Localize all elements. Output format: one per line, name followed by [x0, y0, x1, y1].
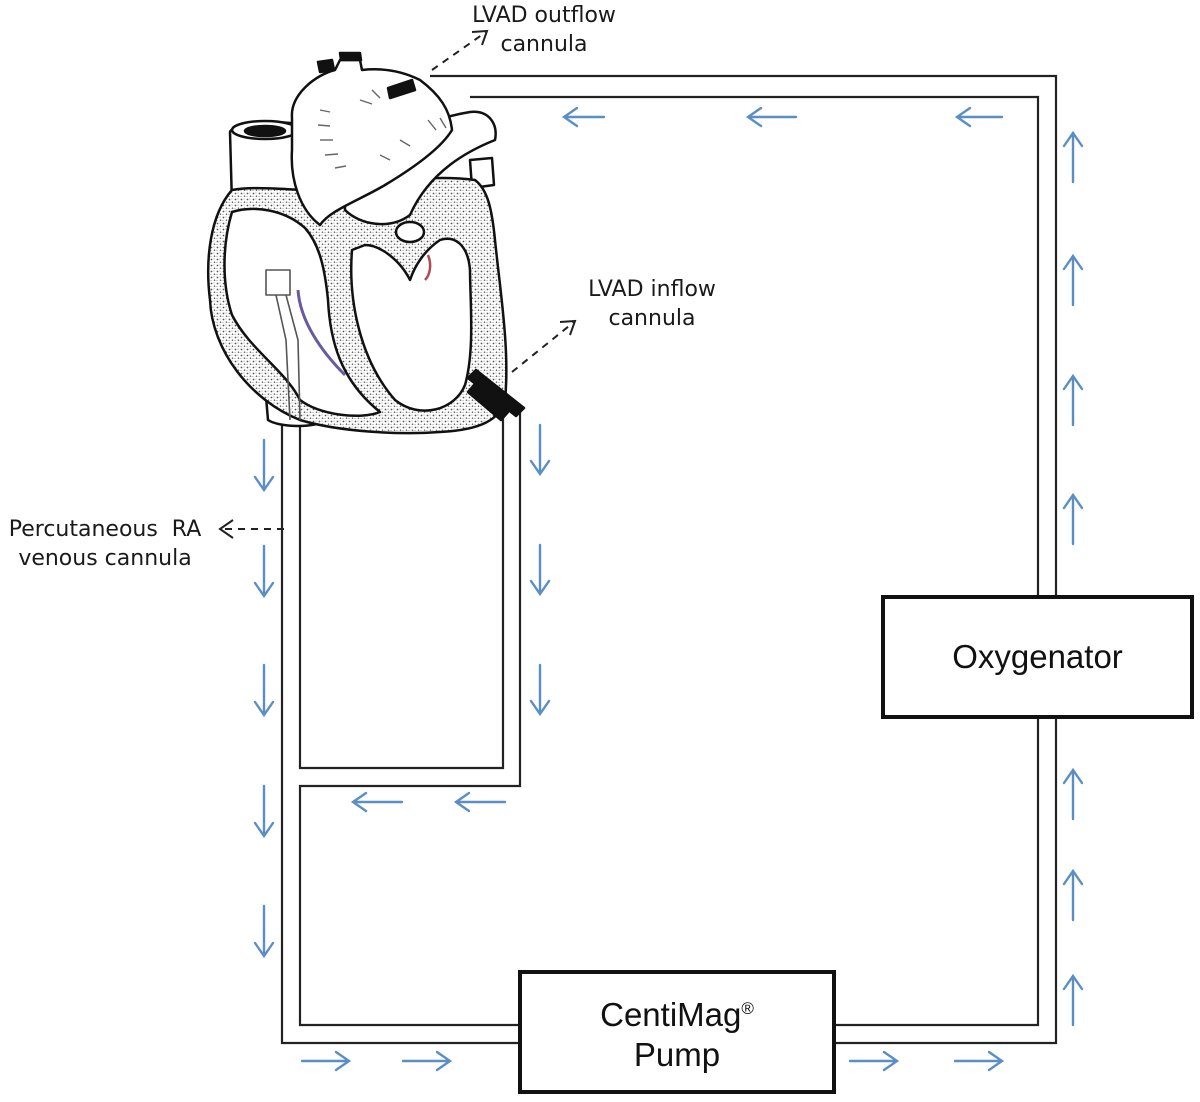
- flow-arrow-icon: [954, 106, 1004, 128]
- outflow-cannula-label: LVAD outflow cannula: [449, 1, 639, 59]
- venous-tube-outer: [280, 415, 520, 1045]
- flow-arrow-icon: [253, 904, 275, 959]
- flow-arrow-icon: [453, 791, 507, 813]
- flow-arrow-icon: [1062, 130, 1084, 184]
- flow-arrow-icon: [300, 1050, 352, 1072]
- pump-label-line2: Pump: [633, 1036, 721, 1073]
- heart-icon: [207, 51, 526, 435]
- flow-arrow-icon: [529, 543, 551, 597]
- flow-arrow-icon: [953, 1050, 1005, 1072]
- inflow-leader-arrowhead: [559, 319, 577, 336]
- oxygenator-box: Oxygenator: [881, 595, 1194, 719]
- inflow-label-line1: LVAD inflow: [588, 277, 716, 302]
- outflow-tube-inner: [470, 95, 1040, 596]
- inflow-cannula-tip: [466, 368, 526, 418]
- outflow-label-line1: LVAD outflow: [472, 3, 616, 28]
- outflow-label-line2: cannula: [500, 32, 588, 57]
- flow-arrow-icon: [529, 663, 551, 717]
- flow-arrow-icon: [1062, 767, 1084, 821]
- flow-arrow-icon: [253, 784, 275, 839]
- outflow-tube-outer: [430, 74, 1058, 596]
- inflow-label-line2: cannula: [608, 306, 696, 331]
- flow-arrows: [253, 106, 1084, 1072]
- flow-arrow-icon: [1062, 868, 1084, 922]
- outflow-leader-arrowhead: [471, 29, 489, 46]
- venous-tube-inner: [298, 410, 505, 770]
- flow-arrow-icon: [1062, 373, 1084, 427]
- inflow-cannula-label: LVAD inflow cannula: [567, 275, 737, 333]
- flow-arrow-icon: [253, 663, 275, 718]
- venous-label-line1: Percutaneous RA: [8, 517, 202, 542]
- inflow-leader: [511, 321, 575, 373]
- venous-cannula-label: Percutaneous RA venous cannula: [0, 515, 210, 573]
- flow-arrow-icon: [529, 423, 551, 477]
- flow-arrow-icon: [253, 438, 275, 493]
- centrifugal-pump-box: CentiMag® Pump: [518, 970, 836, 1094]
- oxygenator-label: Oxygenator: [952, 638, 1123, 675]
- flow-arrow-icon: [848, 1050, 900, 1072]
- oxygenator-supply-tube-inner: [836, 718, 1040, 1027]
- pump-label-line1: CentiMag®: [600, 989, 754, 1035]
- oxygenator-supply-tube-outer: [836, 718, 1058, 1045]
- flow-arrow-icon: [561, 106, 606, 128]
- outflow-leader: [431, 31, 487, 71]
- flow-arrow-icon: [1062, 973, 1084, 1027]
- venous-label-line2: venous cannula: [18, 546, 192, 571]
- flow-arrow-icon: [401, 1050, 453, 1072]
- flow-arrow-icon: [1062, 492, 1084, 546]
- flow-arrow-icon: [745, 106, 798, 128]
- flow-arrow-icon: [253, 544, 275, 599]
- aorta: [290, 58, 454, 227]
- pump-name: CentiMag: [600, 996, 742, 1033]
- flow-arrow-icon: [350, 791, 404, 813]
- circuit-tubing: [280, 74, 1058, 1045]
- venous-leader-arrowhead: [218, 519, 234, 539]
- registered-mark: ®: [741, 999, 754, 1018]
- inflow-tube-outer: [298, 408, 522, 1027]
- left-ventricle: [350, 237, 473, 412]
- flow-arrow-icon: [1062, 253, 1084, 307]
- callout-leaders: [225, 31, 575, 530]
